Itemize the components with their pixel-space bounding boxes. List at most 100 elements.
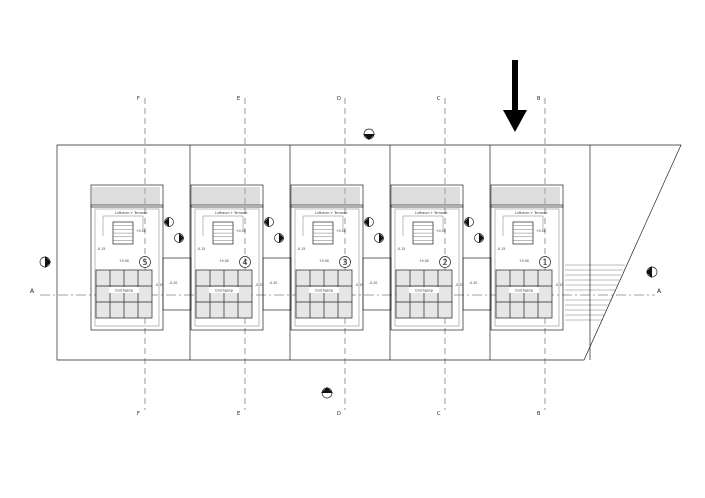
svg-text:1: 1 [542,258,547,267]
level-tag: +0.00 [136,229,146,233]
grid-axis-label-top: F [137,96,140,102]
site-outline [56,144,682,361]
section-mark-right: A [657,288,662,295]
unit-number-badge: 2 [439,256,451,268]
terrace-grid: Durchgang [495,269,553,319]
corridor-level: -0.20 [369,281,377,285]
room-label: Luftraum + Terrasse [215,211,247,215]
entry-marker-icon [464,217,474,227]
grid-axis-label-top: E [237,96,240,102]
level-tag: -0.15 [197,247,205,251]
level-tag: -0.15 [97,247,105,251]
unit-body [190,204,264,331]
entry-marker-icon [474,233,484,243]
grid-axis-label-bottom: B [537,411,541,417]
view-marker-top-icon [363,128,375,140]
exterior-steps [565,264,625,321]
unit-body [490,204,564,331]
grid-axis-label-top: C [437,96,441,102]
terrace-grid: Durchgang [295,269,353,319]
unit-body [390,204,464,331]
staircase-icon [302,215,344,245]
terrace-grid: Durchgang [395,269,453,319]
unit-5: F F Luftraum + Terrasse +0.00 -0.15 +0.00 5Dur… [90,96,191,417]
level-tag: -0.15 [155,283,163,287]
link-corridor: -0.20 [462,257,492,311]
unit-number-badge: 4 [239,256,251,268]
view-marker-right-icon [646,266,658,278]
terrace-grid: Durchgang [95,269,153,319]
corridor-level: -0.20 [169,281,177,285]
unit-4: E E Luftraum + Terrasse +0.00 -0.15 +0.00 4Dur… [190,96,291,417]
level-tag: -0.15 [555,283,563,287]
grid-axis-label-bottom: E [237,411,240,417]
grid-axis-label-bottom: D [337,411,341,417]
link-corridor: -0.20 [162,257,192,311]
staircase-icon [402,215,444,245]
level-tag: +0.00 [519,259,529,263]
level-tag: +0.00 [219,259,229,263]
unit-number-badge: 5 [139,256,151,268]
terrace-caption: Durchgang [515,289,533,293]
section-mark-left: A [30,288,35,295]
terrace-grid: Durchgang [195,269,253,319]
staircase-icon [502,215,544,245]
roof-edge [390,184,464,208]
level-tag: -0.15 [255,283,263,287]
terrace-caption: Durchgang [415,289,433,293]
room-label: Luftraum + Terrasse [115,211,147,215]
corridor-level: -0.20 [269,281,277,285]
level-tag: +0.00 [536,229,546,233]
level-tag: +0.00 [319,259,329,263]
staircase-icon [102,215,144,245]
roof-edge [490,184,564,208]
room-label: Luftraum + Terrasse [515,211,547,215]
unit-2: C C Luftraum + Terrasse +0.00 -0.15 +0.00 2Dur… [390,96,491,417]
unit-number-badge: 1 [539,256,551,268]
terrace-caption: Durchgang [315,289,333,293]
room-label: Luftraum + Terrasse [415,211,447,215]
view-marker-left-icon [39,256,51,268]
grid-axis-label-top: D [337,96,341,102]
svg-text:5: 5 [142,258,147,267]
entry-marker-icon [174,233,184,243]
grid-axis-label-bottom: F [137,411,140,417]
unit-body [290,204,364,331]
level-tag: +0.00 [336,229,346,233]
roof-edge [90,184,164,208]
level-tag: +0.00 [419,259,429,263]
entry-marker-icon [274,233,284,243]
level-tag: -0.15 [397,247,405,251]
link-corridor: -0.20 [362,257,392,311]
level-tag: -0.15 [355,283,363,287]
svg-text:4: 4 [242,258,247,267]
level-tag: -0.15 [455,283,463,287]
svg-text:2: 2 [442,258,447,267]
grid-axis-label-top: B [537,96,541,102]
entry-marker-icon [364,217,374,227]
room-label: Luftraum + Terrasse [315,211,347,215]
corridor-level: -0.20 [469,281,477,285]
roof-edge [190,184,264,208]
unit-1: B B Luftraum + Terrasse +0.00 -0.15 +0.00 1Dur… [490,96,591,417]
svg-text:3: 3 [342,258,347,267]
level-tag: -0.15 [297,247,305,251]
link-corridor: -0.20 [262,257,292,311]
unit-number-badge: 3 [339,256,351,268]
level-tag: +0.00 [119,259,129,263]
entry-marker-icon [374,233,384,243]
terrace-caption: Durchgang [115,289,133,293]
unit-3: D D Luftraum + Terrasse +0.00 -0.15 +0.00 3Dur… [290,96,391,417]
view-marker-bottom-icon [321,387,333,399]
unit-body [90,204,164,331]
level-tag: +0.00 [436,229,446,233]
staircase-icon [202,215,244,245]
level-tag: +0.00 [236,229,246,233]
north-arrow-icon [503,60,527,132]
roof-edge [290,184,364,208]
entry-marker-icon [164,217,174,227]
level-tag: -0.15 [497,247,505,251]
terrace-caption: Durchgang [215,289,233,293]
grid-axis-label-bottom: C [437,411,441,417]
